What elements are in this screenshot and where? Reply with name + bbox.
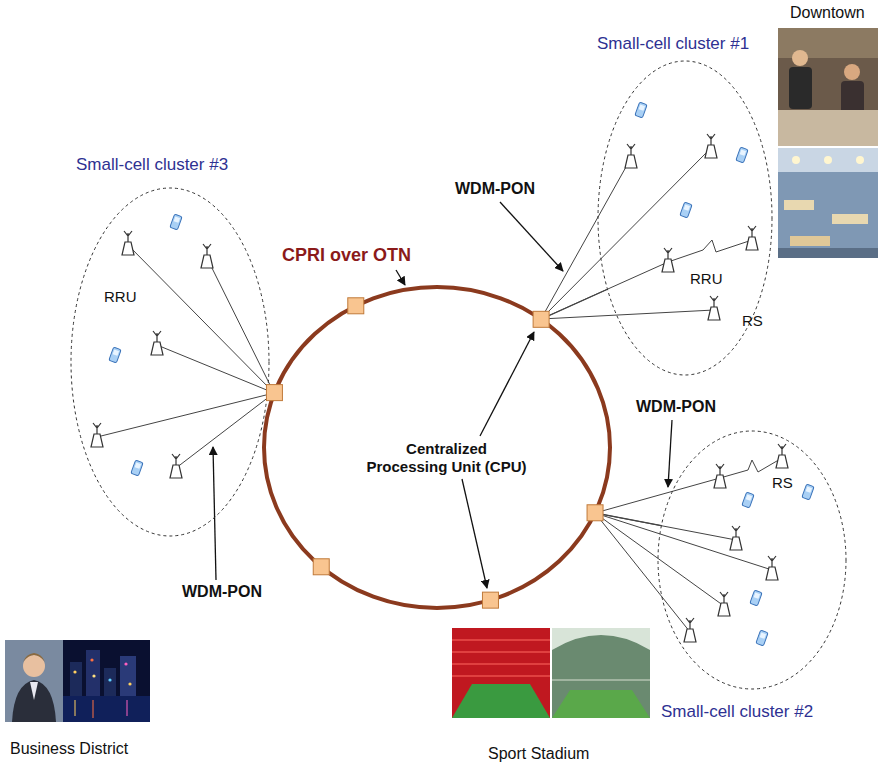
unit-label: RRU xyxy=(690,270,723,287)
unit-label: RRU xyxy=(104,288,137,305)
antenna-icon xyxy=(746,226,758,250)
cluster-title: Small-cell cluster #1 xyxy=(597,34,749,54)
callout-arrow xyxy=(396,270,405,285)
phone-icon xyxy=(170,214,182,230)
phone-icon xyxy=(756,630,768,646)
unit-label: RS xyxy=(742,312,763,329)
network-link xyxy=(541,289,607,319)
business-district-photo xyxy=(5,640,150,722)
callout-arrow xyxy=(500,202,563,271)
antenna-icon xyxy=(718,592,730,616)
antenna-icon xyxy=(151,331,163,355)
fiber-line xyxy=(541,262,668,319)
link-label: WDM-PON xyxy=(455,180,535,198)
antennas xyxy=(91,134,788,642)
phone-icon xyxy=(680,202,692,218)
phone-icon xyxy=(736,147,748,163)
fiber-line xyxy=(541,158,631,319)
unit-label: RS xyxy=(772,474,793,491)
cluster-boundary xyxy=(598,61,772,375)
fiber-line xyxy=(595,478,720,513)
place-name: Business District xyxy=(10,740,128,758)
cluster-boundary xyxy=(71,188,269,536)
downtown-photo xyxy=(778,28,878,258)
cluster-title: Small-cell cluster #3 xyxy=(76,155,228,175)
callout-arrow xyxy=(462,479,487,588)
phone-icon xyxy=(131,460,143,476)
antenna-icon xyxy=(705,134,717,158)
fiber-line xyxy=(128,245,274,393)
fiber-line xyxy=(207,258,274,393)
phone-icon xyxy=(635,102,647,118)
antenna-icon xyxy=(170,454,182,478)
callout-arrow xyxy=(213,447,216,580)
phone-icon xyxy=(802,484,814,500)
callout-arrows xyxy=(213,202,672,588)
otn-ring xyxy=(264,287,610,608)
antenna-icon xyxy=(684,618,696,642)
place-name: Downtown xyxy=(790,4,865,22)
antenna-icon xyxy=(708,296,720,320)
network-link xyxy=(595,513,661,526)
callout-arrow xyxy=(668,420,672,487)
cpu-node xyxy=(266,385,282,401)
antenna-icon xyxy=(201,244,213,268)
cluster-region: Small-cell cluster #3 xyxy=(70,187,270,537)
phone-icon xyxy=(750,590,762,606)
callout-arrow xyxy=(480,332,534,436)
fiber-line xyxy=(595,513,690,632)
antenna-icon xyxy=(122,231,134,255)
fiber-lines xyxy=(595,458,782,632)
cluster-title: Small-cell cluster #2 xyxy=(661,702,813,722)
fiber-lines xyxy=(541,148,752,319)
antenna-icon xyxy=(730,526,742,550)
antenna-icon xyxy=(91,423,103,447)
cpu-node xyxy=(533,311,549,327)
cpu-node xyxy=(482,592,498,608)
cpu-node xyxy=(587,505,603,521)
antenna-icon xyxy=(776,444,788,468)
fiber-line xyxy=(541,148,711,319)
shape-outline xyxy=(657,430,847,690)
fiber-line xyxy=(541,310,714,319)
cpu-node xyxy=(348,298,364,314)
phones xyxy=(109,102,814,646)
cluster-boundary xyxy=(658,431,846,689)
ring-title: CPRI over OTN xyxy=(282,245,411,266)
antenna-icon xyxy=(662,248,674,272)
place-name: Sport Stadium xyxy=(488,745,589,763)
fiber-line xyxy=(176,393,274,468)
fiber-line xyxy=(97,393,274,437)
fiber-line xyxy=(595,513,772,570)
antenna-icon xyxy=(714,464,726,488)
wireless-link xyxy=(668,240,752,262)
stadium-photo xyxy=(452,628,650,718)
callout-text: Centralized Processing Unit (CPU) xyxy=(365,440,528,476)
link-label: WDM-PON xyxy=(182,583,262,601)
link-label: WDM-PON xyxy=(636,398,716,416)
fiber-line xyxy=(157,345,274,393)
antenna-icon xyxy=(766,556,778,580)
fiber-lines xyxy=(97,245,274,468)
phone-icon xyxy=(742,492,754,508)
phone-icon xyxy=(109,347,121,363)
cluster-region: Small-cell cluster #2 xyxy=(657,430,847,690)
fiber-line xyxy=(595,513,724,606)
shape-outline xyxy=(70,187,270,537)
cpu-node xyxy=(313,559,329,575)
antenna-icon xyxy=(625,144,637,168)
